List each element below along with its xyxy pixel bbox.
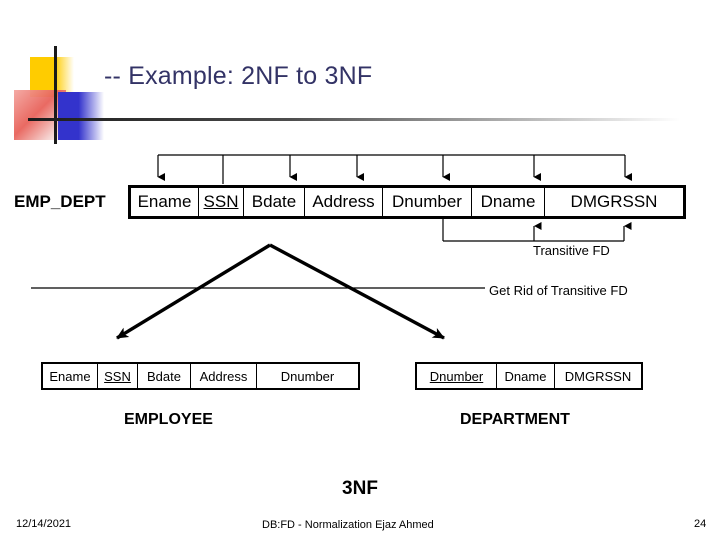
column-label: Dnumber bbox=[280, 368, 335, 384]
normal-form-label: 3NF bbox=[342, 478, 378, 499]
column-label: Dname bbox=[504, 368, 547, 384]
employee-table: Ename SSN Bdate Address Dnumber bbox=[41, 362, 360, 390]
footer-date: 12/14/2021 bbox=[16, 518, 72, 530]
emp-dept-cell-dmgrssn: DMGRSSN bbox=[545, 188, 683, 216]
employee-table-name: EMPLOYEE bbox=[124, 411, 213, 428]
footer-center-text: DB:FD - Normalization Ejaz Ahmed bbox=[262, 519, 434, 531]
department-table: Dnumber Dname DMGRSSN bbox=[415, 362, 643, 390]
employee-cell-ssn: SSN bbox=[98, 364, 138, 388]
department-cell-dmgrssn: DMGRSSN bbox=[555, 364, 641, 388]
emp-dept-cell-ssn: SSN bbox=[199, 188, 244, 216]
emp-dept-cell-address: Address bbox=[305, 188, 383, 216]
get-rid-of-transitive-fd-label: Get Rid of Transitive FD bbox=[489, 283, 628, 298]
transitive-fd-label: Transitive FD bbox=[533, 243, 610, 258]
emp-dept-cell-dnumber: Dnumber bbox=[383, 188, 472, 216]
horizontal-rule-divider bbox=[28, 118, 680, 121]
department-table-name: DEPARTMENT bbox=[460, 411, 570, 428]
emp-dept-cell-ename: Ename bbox=[131, 188, 199, 216]
column-label: Ename bbox=[49, 368, 91, 384]
employee-cell-bdate: Bdate bbox=[138, 364, 191, 388]
column-label: Bdate bbox=[147, 368, 181, 384]
department-cell-dnumber: Dnumber bbox=[417, 364, 497, 388]
column-label: Dname bbox=[480, 192, 536, 211]
footer-page-number: 24 bbox=[694, 518, 707, 530]
primary-key-label: SSN bbox=[203, 192, 239, 211]
department-cell-dname: Dname bbox=[497, 364, 555, 388]
emp-dept-table: Ename SSN Bdate Address Dnumber Dname DM… bbox=[128, 185, 686, 219]
column-label: Address bbox=[199, 368, 248, 384]
page-title: -- Example: 2NF to 3NF bbox=[104, 62, 373, 90]
column-label: Bdate bbox=[251, 192, 297, 211]
primary-key-label: SSN bbox=[104, 368, 131, 384]
red-square-icon bbox=[14, 90, 66, 140]
column-label: Dnumber bbox=[392, 192, 462, 211]
emp-dept-table-name: EMP_DEPT bbox=[14, 192, 106, 211]
column-label: Address bbox=[312, 192, 375, 211]
blue-square-icon bbox=[58, 92, 104, 140]
emp-dept-cell-bdate: Bdate bbox=[244, 188, 305, 216]
slide-footer: 12/14/2021 DB:FD - Normalization Ejaz Ah… bbox=[0, 518, 720, 538]
column-label: DMGRSSN bbox=[570, 192, 658, 211]
employee-cell-address: Address bbox=[191, 364, 257, 388]
column-label: DMGRSSN bbox=[564, 368, 632, 384]
primary-key-label: Dnumber bbox=[429, 368, 484, 384]
employee-cell-dnumber: Dnumber bbox=[257, 364, 358, 388]
emp-dept-cell-dname: Dname bbox=[472, 188, 545, 216]
employee-cell-ename: Ename bbox=[43, 364, 98, 388]
decorative-logo bbox=[0, 0, 130, 150]
column-label: Ename bbox=[137, 192, 192, 211]
vertical-rule-icon bbox=[54, 46, 57, 144]
